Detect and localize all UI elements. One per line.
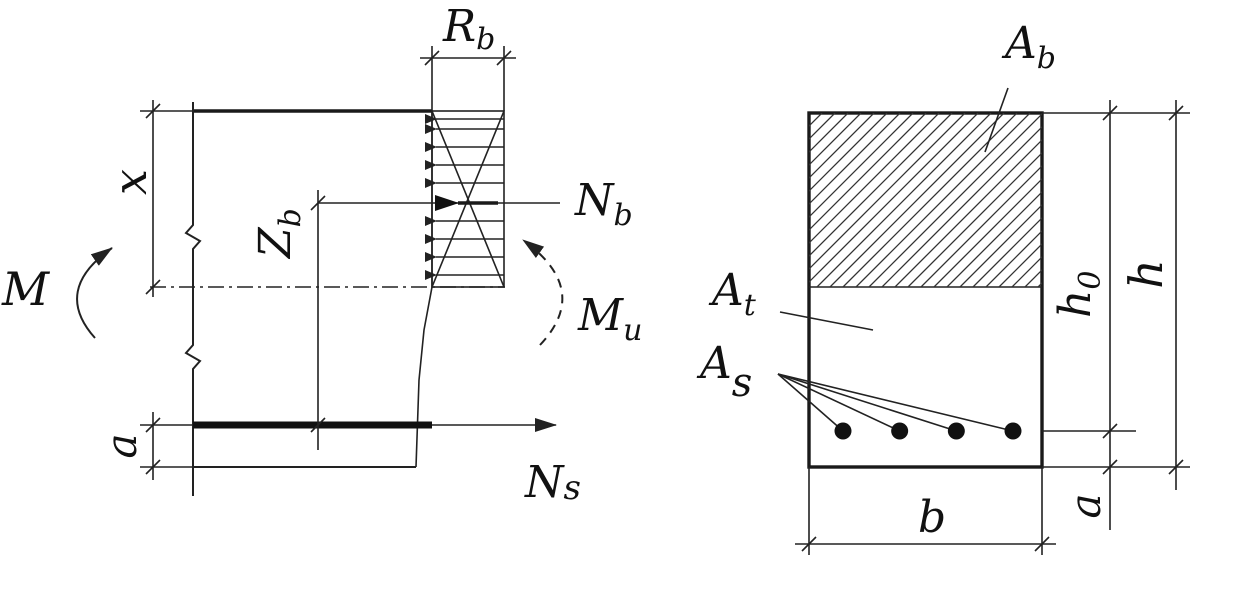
- hatch-line: [1194, 113, 1241, 287]
- beam-break-line: [184, 102, 202, 496]
- hatch-line: [809, 113, 823, 127]
- as-label: As: [696, 338, 752, 406]
- at-leader-line: [779, 311, 874, 331]
- zb-label: Zb: [250, 208, 308, 260]
- nb-label: Nb: [574, 175, 633, 233]
- svg-text:h0: h0: [1050, 271, 1108, 318]
- ultimate-moment-arrow: [522, 239, 564, 346]
- svg-text:Zb: Zb: [250, 208, 308, 260]
- rebar-dot: [834, 422, 852, 440]
- rebar-dot: [891, 422, 909, 440]
- as-leader-line: [777, 373, 901, 432]
- hatch-line: [809, 113, 888, 192]
- left-beam-figure: x a Zb Rb Nb Ns Mu M: [1, 1, 642, 508]
- a-label: a: [97, 433, 146, 458]
- h-label: h: [1119, 259, 1173, 289]
- mu-label: Mu: [577, 290, 642, 348]
- hatch-line: [809, 113, 849, 153]
- hatch-line: [842, 113, 1018, 287]
- compression-stress-block: [425, 110, 505, 288]
- h0-label: h0: [1050, 271, 1108, 318]
- hatch-line: [809, 113, 862, 166]
- hatch-line: [809, 113, 810, 114]
- a-right-label: a: [1061, 493, 1110, 518]
- rb-label: Rb: [442, 1, 495, 57]
- hatch-line: [809, 113, 979, 283]
- at-label: At: [708, 265, 757, 323]
- hatch-line: [809, 113, 875, 179]
- hatch-line: [1181, 113, 1241, 287]
- hatch-line: [855, 113, 1031, 287]
- compression-zone-hatch: [809, 113, 1241, 287]
- ab-label: Ab: [1001, 18, 1056, 76]
- hatch-line: [809, 113, 940, 244]
- hatch-line: [809, 113, 953, 257]
- hatch-line: [809, 113, 966, 270]
- hatch-line: [920, 165, 1042, 287]
- hatch-line: [816, 113, 992, 287]
- x-label: x: [103, 169, 157, 195]
- as-leader-line: [777, 373, 844, 432]
- hatch-line: [907, 152, 1042, 287]
- hatch-line: [985, 230, 1042, 287]
- rebar-dot: [947, 422, 965, 440]
- hatch-line: [829, 113, 1005, 287]
- hatch-line: [809, 113, 927, 231]
- as-leader-line: [777, 373, 957, 432]
- hatch-line: [1011, 256, 1042, 287]
- hatch-line: [868, 113, 1042, 287]
- hatch-line: [933, 178, 1042, 287]
- hatch-line: [1168, 113, 1241, 287]
- applied-moment-arrow: [76, 247, 113, 339]
- ab-leader-line: [984, 87, 1009, 153]
- ns-label: Ns: [524, 457, 581, 508]
- b-label: b: [918, 492, 946, 543]
- section-cut-line: [415, 111, 433, 468]
- hatch-line: [881, 126, 1042, 287]
- rebar-group: [777, 373, 1022, 440]
- hatch-line: [972, 217, 1042, 287]
- m-label: M: [1, 262, 51, 316]
- hatch-line: [894, 139, 1042, 287]
- right-section-figure: Ab At As b a h0 h: [696, 18, 1241, 555]
- hatch-line: [809, 113, 901, 205]
- hatch-line: [1207, 113, 1241, 287]
- hatch-line: [809, 113, 914, 218]
- hatch-line: [998, 243, 1042, 287]
- hatch-line: [946, 191, 1042, 287]
- rebar-dot: [1004, 422, 1022, 440]
- as-leader-line: [777, 373, 1014, 432]
- hatch-line: [959, 204, 1042, 287]
